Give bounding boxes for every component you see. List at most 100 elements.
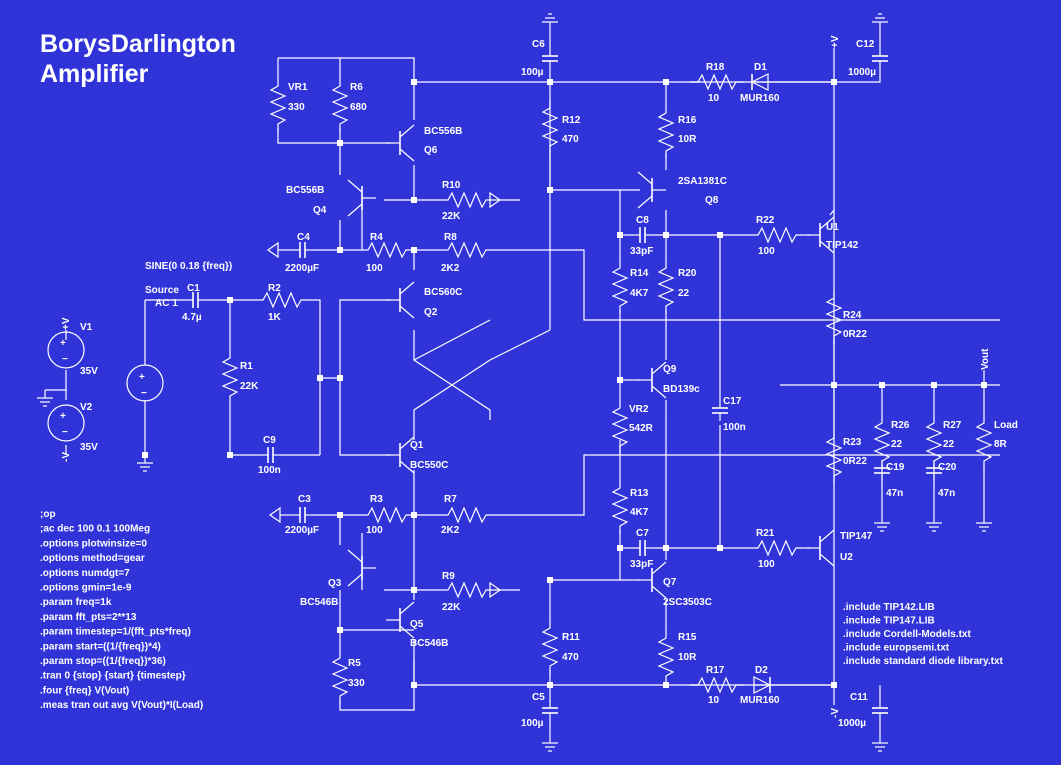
cap-c9 xyxy=(259,446,282,464)
resistor-r17 xyxy=(689,677,745,693)
svg-text:100n: 100n xyxy=(258,465,281,476)
svg-text:BD139c: BD139c xyxy=(663,384,700,395)
svg-text:C1: C1 xyxy=(187,283,200,294)
svg-text:C19: C19 xyxy=(886,462,905,473)
svg-text:SINE(0 0.18 {freq}): SINE(0 0.18 {freq}) xyxy=(145,261,232,272)
resistor-r8 xyxy=(439,242,495,258)
svg-text:+: + xyxy=(139,372,145,383)
ground-icon xyxy=(871,734,889,752)
svg-text:10R: 10R xyxy=(678,652,697,663)
ground-icon xyxy=(925,514,943,532)
resistor-r7 xyxy=(439,507,495,523)
svg-text:C6: C6 xyxy=(532,39,545,50)
ground-icon xyxy=(541,13,559,31)
resistor-r1 xyxy=(222,349,238,405)
ground-icon xyxy=(975,514,993,532)
svg-text:22: 22 xyxy=(891,439,903,450)
svg-text:R11: R11 xyxy=(562,632,580,643)
svg-text:100: 100 xyxy=(758,559,775,570)
include-directives: .include TIP142.LIB.include TIP147.LIB.i… xyxy=(843,602,1004,667)
cap-c7 xyxy=(631,539,654,557)
svg-text:VR1: VR1 xyxy=(288,82,308,93)
transistor-q2 xyxy=(385,281,415,319)
svg-text:BC556B: BC556B xyxy=(286,185,324,196)
title-line2: Amplifier xyxy=(40,60,149,88)
spice-directive-line: .options numdgt=7 xyxy=(40,568,130,579)
svg-text:330: 330 xyxy=(348,678,365,689)
svg-text:R24: R24 xyxy=(843,310,862,321)
svg-text:V2: V2 xyxy=(80,402,93,413)
svg-text:U1: U1 xyxy=(826,222,839,233)
svg-text:MUR160: MUR160 xyxy=(740,93,780,104)
resistor-r22 xyxy=(749,227,805,243)
svg-text:R9: R9 xyxy=(442,571,455,582)
svg-text:Source: Source xyxy=(145,285,179,296)
svg-text:C5: C5 xyxy=(532,692,545,703)
svg-text:U2: U2 xyxy=(840,552,853,563)
resistor-vr1 xyxy=(270,77,286,133)
svg-text:4K7: 4K7 xyxy=(630,507,649,518)
spice-directive-line: .four {freq} V(Vout) xyxy=(40,685,129,696)
svg-text:680: 680 xyxy=(350,102,367,113)
resistor-r20 xyxy=(658,259,674,315)
rail-pos-label-v1: +V xyxy=(61,317,72,330)
resistor-vr2 xyxy=(612,399,628,455)
svg-text:R6: R6 xyxy=(350,82,363,93)
svg-text:R12: R12 xyxy=(562,115,581,126)
resistor-r11 xyxy=(542,619,558,675)
svg-text:8R: 8R xyxy=(994,439,1008,450)
source-symbol xyxy=(126,364,164,402)
svg-text:542R: 542R xyxy=(629,423,654,434)
svg-text:100: 100 xyxy=(758,246,775,257)
svg-text:0R22: 0R22 xyxy=(843,456,867,467)
svg-text:100: 100 xyxy=(366,263,383,274)
svg-text:R10: R10 xyxy=(442,180,461,191)
svg-text:VR2: VR2 xyxy=(629,404,649,415)
vout-label: Vout xyxy=(980,348,991,370)
svg-text:Q1: Q1 xyxy=(410,440,424,451)
svg-text:Q9: Q9 xyxy=(663,364,677,375)
svg-text:47n: 47n xyxy=(938,488,955,499)
svg-text:R15: R15 xyxy=(678,632,697,643)
svg-text:Q6: Q6 xyxy=(424,145,438,156)
svg-text:R26: R26 xyxy=(891,420,910,431)
svg-text:BC546B: BC546B xyxy=(410,638,448,649)
svg-text:R7: R7 xyxy=(444,494,457,505)
svg-text:D2: D2 xyxy=(755,665,768,676)
svg-text:−: − xyxy=(62,427,68,438)
svg-text:100µ: 100µ xyxy=(521,718,544,729)
ground-icon xyxy=(873,514,891,532)
include-directive-line: .include standard diode library.txt xyxy=(843,656,1004,667)
svg-text:BC550C: BC550C xyxy=(410,460,448,471)
spice-directive-line: .options gmin=1e-9 xyxy=(40,583,132,594)
spice-directive-line: .tran 0 {stop} {start} {timestep} xyxy=(40,671,186,682)
resistor-r9 xyxy=(439,582,495,598)
svg-text:R5: R5 xyxy=(348,658,361,669)
svg-text:V1: V1 xyxy=(80,322,93,333)
source-v1 xyxy=(47,331,85,369)
svg-text:−: − xyxy=(141,388,147,399)
spice-directive-line: .param stop=((1/{freq})*36) xyxy=(40,656,166,667)
svg-text:C12: C12 xyxy=(856,39,875,50)
svg-text:C7: C7 xyxy=(636,528,649,539)
svg-text:TIP147: TIP147 xyxy=(840,531,873,542)
svg-text:10: 10 xyxy=(708,695,720,706)
svg-text:+: + xyxy=(60,411,66,422)
svg-text:R18: R18 xyxy=(706,62,725,73)
svg-text:100n: 100n xyxy=(723,422,746,433)
spice-directive-line: .param freq=1k xyxy=(40,597,112,608)
resistor-r3 xyxy=(359,507,415,523)
spice-directives: ;op;ac dec 100 0.1 100Meg.options plotwi… xyxy=(40,509,203,711)
svg-text:2SA1381C: 2SA1381C xyxy=(678,176,727,187)
svg-text:AC 1: AC 1 xyxy=(155,298,178,309)
rail-neg-label-v2: -V xyxy=(61,452,72,462)
svg-text:R4: R4 xyxy=(370,232,383,243)
svg-text:Q3: Q3 xyxy=(328,578,342,589)
arrow-r10 xyxy=(489,191,502,209)
resistor-r16 xyxy=(658,104,674,160)
svg-text:33pF: 33pF xyxy=(630,559,653,570)
svg-text:R13: R13 xyxy=(630,488,649,499)
svg-text:0R22: 0R22 xyxy=(843,329,867,340)
resistor-r13 xyxy=(612,479,628,535)
